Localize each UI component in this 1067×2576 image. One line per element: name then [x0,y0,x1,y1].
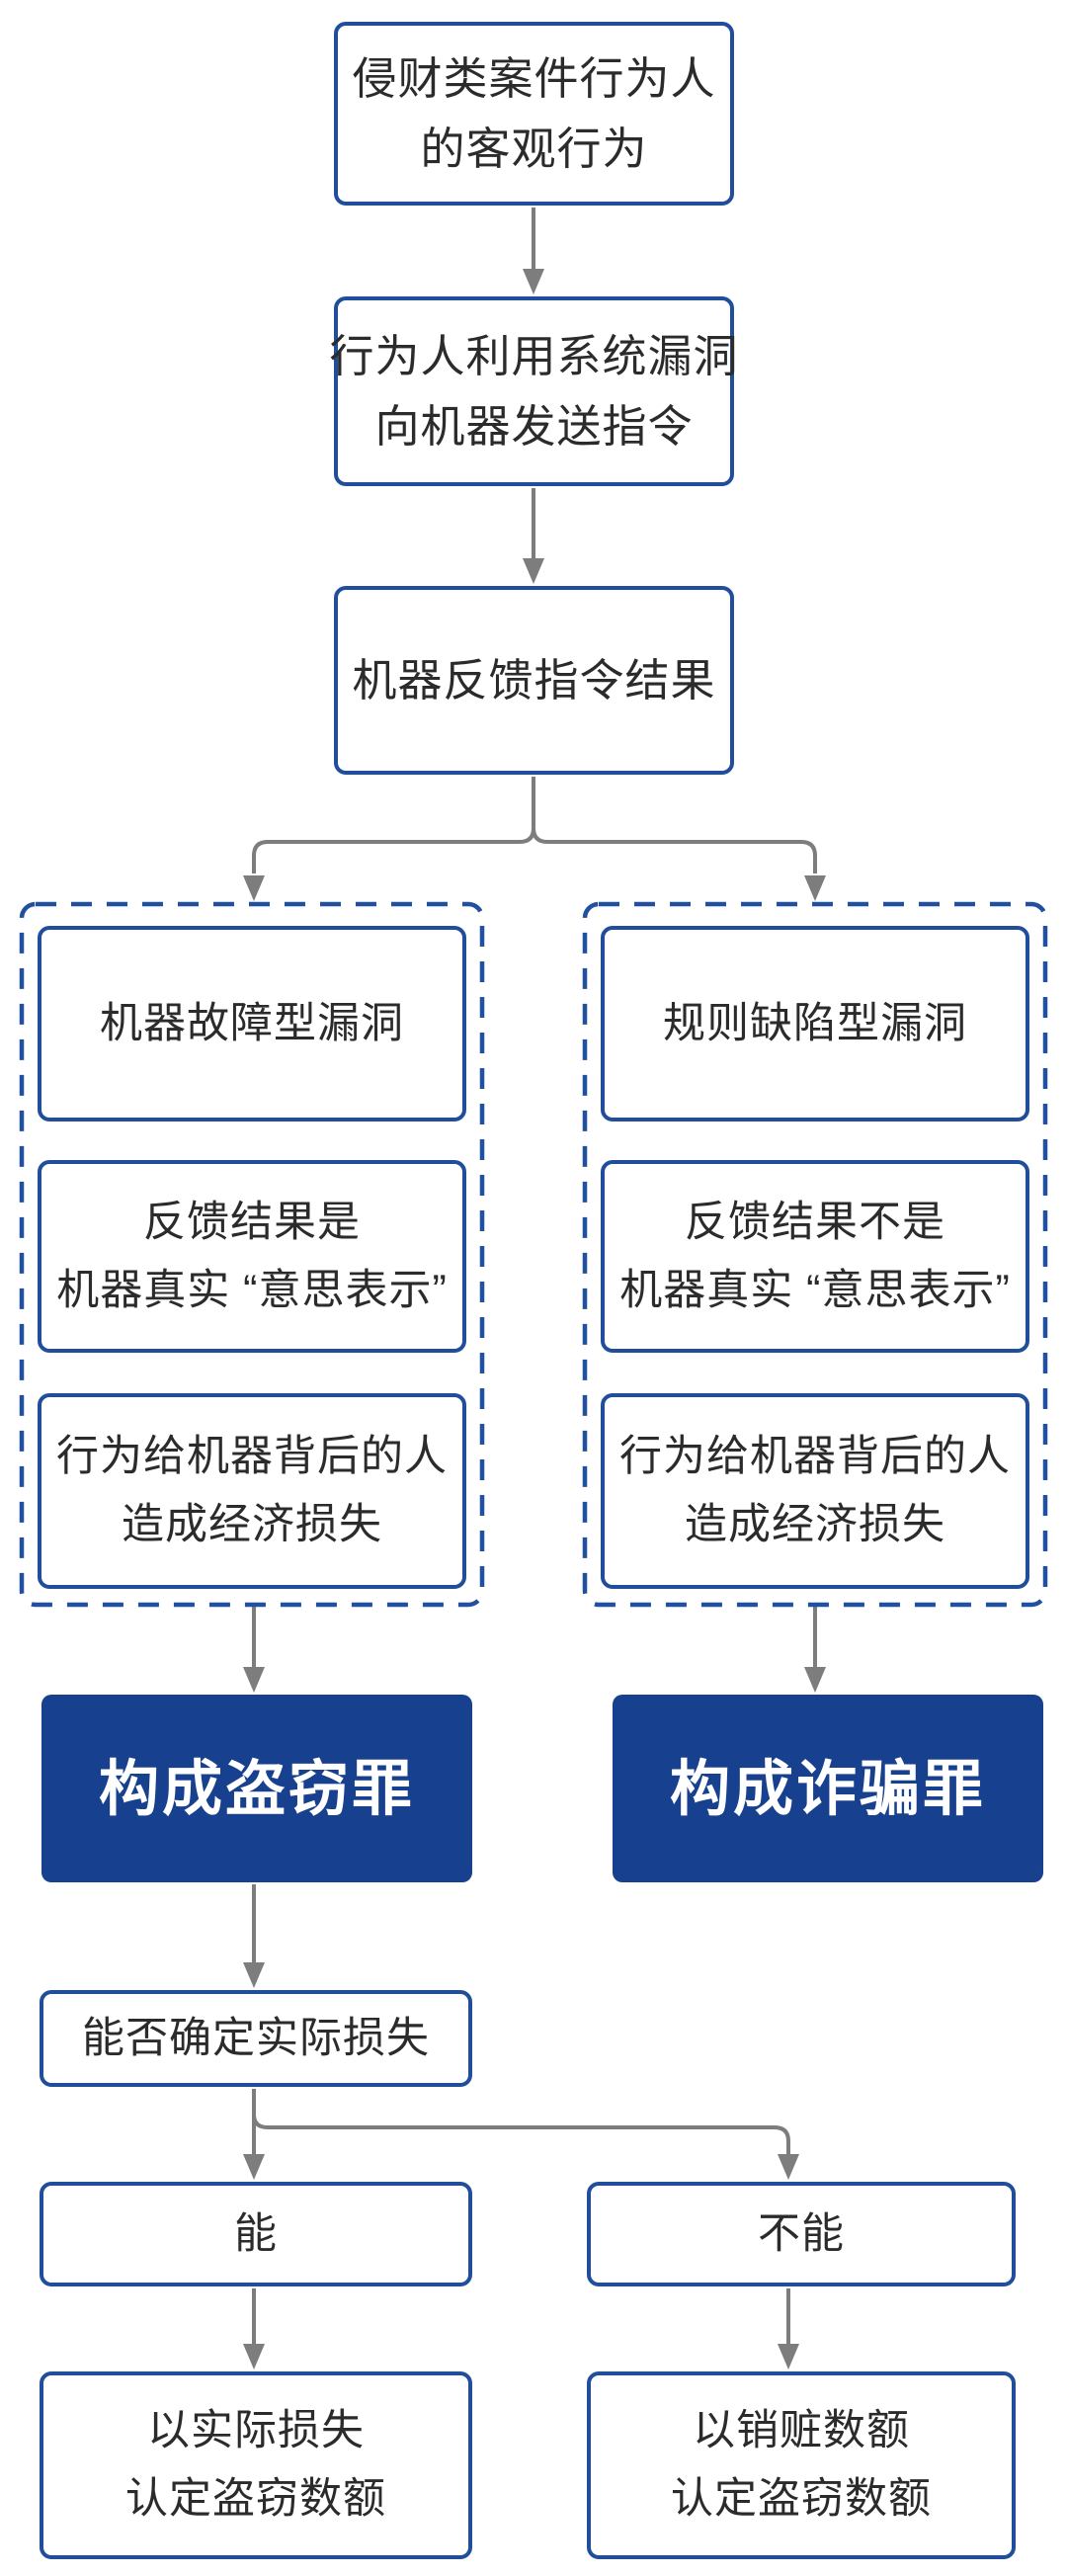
node-economic-loss-right: 行为给机器背后的人 造成经济损失 [601,1393,1029,1589]
node-text: 行为给机器背后的人 [56,1433,448,1480]
arrow-head [243,875,265,901]
node-text: 的客观行为 [420,124,648,174]
node-text: 以实际损失 [147,2407,365,2454]
node-fraud-crime: 构成诈骗罪 [613,1695,1043,1882]
node-text: 构成盗窃罪 [98,1755,415,1822]
node-text: 认定盗窃数额 [125,2475,386,2523]
node-text: 造成经济损失 [685,1501,945,1548]
node-machine-fault-type: 机器故障型漏洞 [38,926,466,1122]
node-text: 向机器发送指令 [374,401,694,452]
arrow-head [243,1962,265,1988]
node-text: 认定盗窃数额 [671,2475,932,2523]
arrow-head [523,558,544,584]
arrow-question-to-no [252,2089,790,2154]
arrow-head [523,269,544,294]
arrow-head [243,1667,265,1693]
node-no: 不能 [587,2182,1016,2286]
node-text: 不能 [758,2209,845,2258]
node-text: 反馈结果是 [143,1198,361,1246]
node-text: 能 [234,2209,278,2258]
arrow-head [243,2344,265,2369]
node-text: 行为给机器背后的人 [619,1433,1011,1480]
node-text: 侵财类案件行为人 [352,53,716,104]
right-branch-dashed-group [582,901,1048,1608]
node-feedback-result: 机器反馈指令结果 [334,586,734,775]
left-branch-dashed-group [19,901,485,1608]
node-text: 能否确定实际损失 [82,2014,430,2062]
node-text: 机器故障型漏洞 [100,999,404,1047]
arrow-feedback-to-left-group [252,777,535,873]
node-objective-behavior: 侵财类案件行为人 的客观行为 [334,22,734,206]
node-text: 造成经济损失 [122,1501,382,1548]
node-text: 规则缺陷型漏洞 [663,999,967,1047]
arrow-head [804,1667,826,1693]
node-stolen-goods-amount: 以销赃数额 认定盗窃数额 [587,2371,1016,2559]
node-economic-loss-left: 行为给机器背后的人 造成经济损失 [38,1393,466,1589]
node-actual-loss-amount: 以实际损失 认定盗窃数额 [40,2371,472,2559]
arrow-head [778,2344,799,2369]
arrow-head [243,2154,265,2180]
node-feedback-not-true-intent: 反馈结果不是 机器真实 “意思表示” [601,1160,1029,1353]
node-text: 行为人利用系统漏洞 [329,331,739,381]
arrow-feedback-to-right-group [532,777,817,873]
node-rule-defect-type: 规则缺陷型漏洞 [601,926,1029,1122]
node-text: 机器真实 “意思表示” [56,1266,448,1314]
arrow-head [804,875,826,901]
arrow-head [778,2154,799,2180]
node-feedback-is-true-intent: 反馈结果是 机器真实 “意思表示” [38,1160,466,1353]
node-theft-crime: 构成盗窃罪 [41,1695,472,1882]
node-text: 机器反馈指令结果 [352,655,716,706]
node-yes: 能 [40,2182,472,2286]
node-determine-actual-loss: 能否确定实际损失 [40,1990,472,2087]
node-send-command: 行为人利用系统漏洞 向机器发送指令 [330,296,738,486]
node-text: 以销赃数额 [693,2407,910,2454]
node-text: 反馈结果不是 [685,1198,945,1246]
node-text: 构成诈骗罪 [669,1755,986,1822]
node-text: 机器真实 “意思表示” [619,1266,1011,1314]
